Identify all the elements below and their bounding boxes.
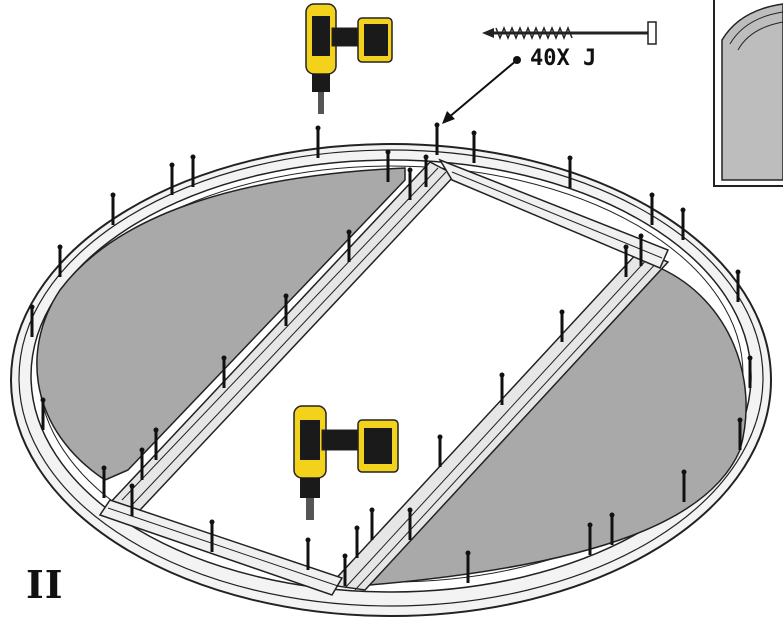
screw xyxy=(737,417,743,450)
screw-group xyxy=(29,122,753,586)
cordless-drill-icon xyxy=(305,3,393,114)
screw xyxy=(153,427,159,460)
screw xyxy=(57,244,63,277)
screw xyxy=(346,229,352,262)
screw xyxy=(681,469,687,502)
screw xyxy=(587,522,593,555)
left-panel xyxy=(36,167,406,481)
screw xyxy=(129,483,135,516)
screw xyxy=(407,167,413,200)
screw xyxy=(315,125,321,158)
callout-leader xyxy=(442,56,521,124)
screw xyxy=(747,355,753,388)
screw xyxy=(680,207,686,240)
screw xyxy=(465,550,471,583)
screw xyxy=(354,525,360,558)
screw xyxy=(110,192,116,225)
screw xyxy=(305,537,311,570)
screw xyxy=(623,244,629,277)
cordless-drill-icon xyxy=(293,405,399,520)
step-number: II xyxy=(26,562,64,607)
screw xyxy=(385,149,391,182)
screw xyxy=(638,233,644,266)
screw xyxy=(169,162,175,195)
screw xyxy=(221,355,227,388)
screw xyxy=(499,372,505,405)
screw xyxy=(434,122,440,155)
screw xyxy=(407,507,413,540)
screw xyxy=(101,465,107,498)
screw xyxy=(609,512,615,545)
screw xyxy=(369,507,375,540)
screw xyxy=(649,192,655,225)
screw xyxy=(190,154,196,187)
screw xyxy=(559,309,565,342)
screw xyxy=(29,304,35,337)
screw-icon xyxy=(482,21,657,45)
detail-inset xyxy=(713,0,783,187)
screw xyxy=(567,155,573,188)
screw xyxy=(735,269,741,302)
right-panel xyxy=(364,267,747,586)
screw xyxy=(40,397,46,430)
screw xyxy=(209,519,215,552)
screw xyxy=(437,434,443,467)
screw xyxy=(283,293,289,326)
hardware-quantity-label: 40X J xyxy=(530,46,597,71)
screw xyxy=(423,154,429,187)
bottom-rail xyxy=(98,499,344,596)
screw xyxy=(139,447,145,480)
screw xyxy=(471,130,477,163)
screw xyxy=(342,553,348,586)
